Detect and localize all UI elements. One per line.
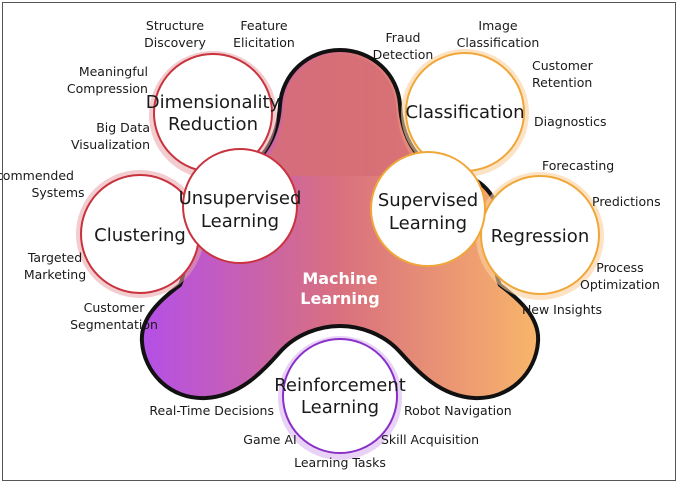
- unsupervised-leaves: Structure Discovery Feature Elicitation …: [0, 18, 295, 332]
- dimensionality-label-2: Reduction: [168, 114, 258, 135]
- leaf-forecasting: Forecasting: [542, 158, 614, 173]
- leaf-predictions: Predictions: [592, 194, 661, 209]
- leaf-image-classification-1: Image: [478, 18, 517, 33]
- leaf-meaningful-compression-2: Compression: [67, 81, 148, 96]
- regression-circle: [480, 175, 600, 295]
- leaf-fraud-detection-2: Detection: [373, 47, 434, 62]
- leaf-recommended-systems-1: Recommended: [0, 168, 74, 183]
- unsupervised-label-1: Unsupervised: [179, 188, 302, 209]
- leaf-big-data-1: Big Data: [96, 120, 150, 135]
- supervised-circle: [370, 151, 486, 267]
- leaf-customer-segmentation-1: Customer: [84, 300, 146, 315]
- leaf-process-optimization-1: Process: [596, 260, 643, 275]
- leaf-recommended-systems-2: Systems: [31, 185, 84, 200]
- center-label-line1: Machine: [302, 269, 377, 288]
- leaf-skill-acquisition: Skill Acquisition: [381, 432, 479, 447]
- leaf-feature-elicitation-1: Feature: [240, 18, 288, 33]
- leaf-real-time-decisions: Real-Time Decisions: [149, 403, 274, 418]
- leaf-targeted-marketing-1: Targeted: [27, 250, 82, 265]
- regression-label: Regression: [491, 226, 589, 247]
- leaf-fraud-detection-1: Fraud: [386, 30, 421, 45]
- leaf-customer-retention-2: Retention: [532, 75, 592, 90]
- leaf-customer-retention-1: Customer: [532, 58, 594, 73]
- reinforcement-label-2: Learning: [301, 397, 379, 418]
- leaf-big-data-2: Visualization: [71, 137, 150, 152]
- leaf-feature-elicitation-2: Elicitation: [233, 35, 295, 50]
- leaf-learning-tasks: Learning Tasks: [294, 455, 386, 470]
- supervised-leaves: Fraud Detection Image Classification Cus…: [373, 18, 661, 317]
- leaf-meaningful-compression-1: Meaningful: [79, 64, 148, 79]
- supervised-group: Classification Regression Supervised Lea…: [370, 49, 604, 300]
- leaf-robot-navigation: Robot Navigation: [404, 403, 512, 418]
- blob-top-tint: [240, 54, 440, 176]
- unsupervised-circle: [182, 148, 298, 264]
- diagram-frame: [2, 2, 676, 481]
- clustering-label: Clustering: [94, 225, 186, 246]
- leaf-targeted-marketing-2: Marketing: [24, 267, 86, 282]
- leaf-image-classification-2: Classification: [457, 35, 540, 50]
- reinforcement-label-1: Reinforcement: [274, 375, 406, 396]
- reinforcement-circle: [282, 338, 398, 454]
- reinforcement-group: Reinforcement Learning: [274, 336, 406, 460]
- classification-label: Classification: [405, 102, 524, 123]
- leaf-diagnostics: Diagnostics: [534, 114, 607, 129]
- unsupervised-group: Dimensionality Reduction Clustering Unsu…: [76, 51, 301, 298]
- leaf-customer-segmentation-2: Segmentation: [70, 317, 158, 332]
- dimensionality-label-1: Dimensionality: [146, 92, 281, 113]
- supervised-label-2: Learning: [389, 213, 467, 234]
- supervised-label-1: Supervised: [378, 190, 478, 211]
- leaf-new-insights: New Insights: [522, 302, 602, 317]
- leaf-structure-discovery-2: Discovery: [144, 35, 206, 50]
- center-label-line2: Learning: [300, 289, 379, 308]
- leaf-structure-discovery-1: Structure: [146, 18, 204, 33]
- reinforcement-leaves: Real-Time Decisions Robot Navigation Gam…: [149, 403, 511, 470]
- unsupervised-label-2: Learning: [201, 211, 279, 232]
- leaf-game-ai: Game AI: [243, 432, 296, 447]
- leaf-process-optimization-2: Optimization: [580, 277, 660, 292]
- central-blob: Machine Learning: [139, 47, 541, 401]
